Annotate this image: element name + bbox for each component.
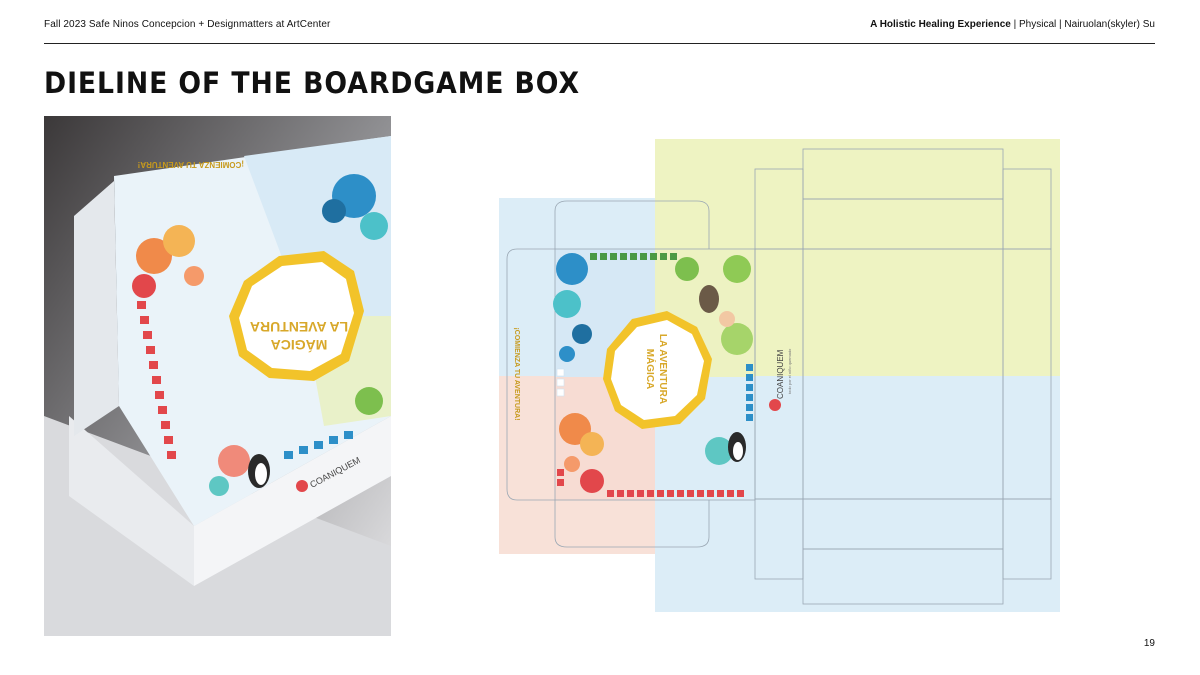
- dieline-game-title-2: MÁGICA: [644, 349, 657, 390]
- dieline-brand-tagline: todo por el niño quemado: [787, 348, 792, 394]
- page-number: 19: [1143, 638, 1155, 649]
- photo-game-title-1: LA AVENTURA: [250, 319, 348, 335]
- dieline-flap-text: ¡COMIENZA TU AVENTURA!: [513, 327, 520, 420]
- photo-flap-text: ¡COMIENZA TU AVENTURA!: [138, 160, 244, 169]
- header-project-info: A Holistic Healing Experience | Physical…: [870, 19, 1155, 30]
- header-project-title: A Holistic Healing Experience: [870, 19, 1011, 30]
- header-project-meta: | Physical | Nairuolan(skyler) Su: [1010, 19, 1155, 30]
- page-title: DIELINE OF THE BOARDGAME BOX: [44, 66, 580, 100]
- box-photo: ¡COMIENZA TU AVENTURA! LA AVENTURA MÁGIC…: [44, 116, 391, 636]
- dieline-brand: COANIQUEM: [776, 349, 785, 399]
- header-course-info: Fall 2023 Safe Ninos Concepcion + Design…: [44, 19, 331, 30]
- header-divider: [44, 43, 1155, 44]
- dieline-game-title-1: LA AVENTURA: [657, 334, 668, 404]
- dieline-diagram: ¡COMIENZA TU AVENTURA!: [497, 139, 1062, 614]
- photo-game-title-2: MÁGICA: [271, 337, 328, 353]
